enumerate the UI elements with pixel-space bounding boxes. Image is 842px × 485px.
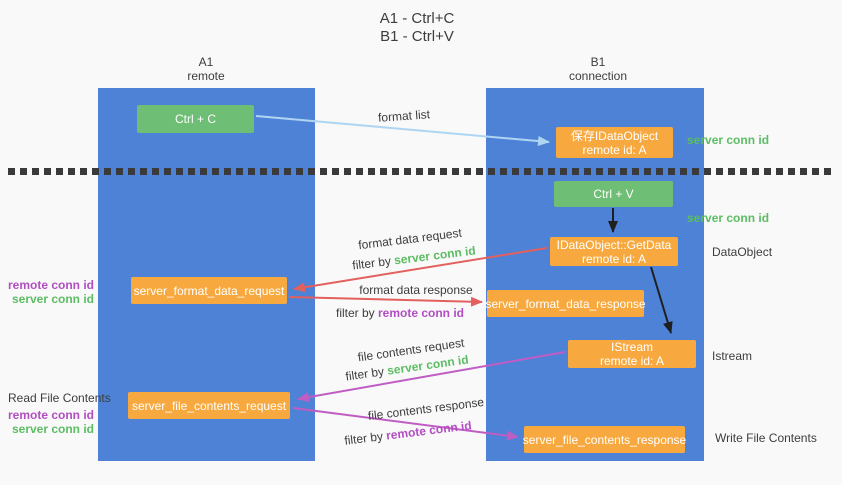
flow-label-filter-file-response: filter by remote conn id	[344, 418, 473, 447]
lane-a1-type: remote	[187, 69, 225, 83]
left-conn-id-stack-2: remote conn id server conn id	[0, 408, 94, 436]
getdata-line1: IDataObject::GetData	[556, 237, 672, 252]
filter-key-remote-conn-id: remote conn id	[378, 306, 465, 320]
lane-b1-type: connection	[568, 69, 628, 83]
node-server-format-data-request: server_format_data_request	[131, 277, 287, 304]
flow-label-format-data-response: format data response	[359, 283, 473, 297]
title-line-2: B1 - Ctrl+V	[380, 28, 454, 45]
node-save-dataobject: 保存IDataObject remote id: A	[556, 127, 673, 158]
ctrl-v-label: Ctrl + V	[593, 187, 634, 201]
server-file-contents-request-label: server_file_contents_request	[131, 398, 287, 413]
flow-label-format-list: format list	[377, 107, 431, 125]
title-line-1: A1 - Ctrl+C	[379, 10, 455, 27]
filter-key-server-conn-id: server conn id	[393, 243, 477, 268]
save-dataobject-line1: 保存IDataObject	[570, 128, 659, 143]
left-conn-id-stack-1: remote conn id server conn id	[0, 278, 94, 306]
node-istream: IStream remote id: A	[568, 340, 696, 368]
filter-prefix: filter by	[343, 428, 388, 448]
left-remote-conn-id-1: remote conn id	[7, 278, 94, 292]
filter-prefix: filter by	[335, 306, 378, 320]
left-label-read-file-contents: Read File Contents	[8, 391, 111, 405]
right-label-server-conn-id-top: server conn id	[687, 133, 770, 147]
lane-header-b1: B1 connection	[569, 55, 627, 83]
lane-a1-name: A1	[198, 55, 214, 69]
getdata-line2: remote id: A	[581, 251, 647, 266]
filter-prefix: filter by	[344, 363, 389, 384]
ctrl-c-label: Ctrl + C	[174, 112, 216, 126]
istream-line2: remote id: A	[599, 354, 665, 368]
filter-key-remote-conn-id: remote conn id	[385, 418, 473, 443]
left-remote-conn-id-2: remote conn id	[7, 408, 94, 422]
right-label-server-conn-id-mid: server conn id	[687, 211, 770, 225]
lane-b1-name: B1	[590, 55, 606, 69]
right-label-istream: Istream	[712, 349, 753, 363]
save-dataobject-line2: remote id: A	[582, 142, 647, 157]
left-server-conn-id-2: server conn id	[11, 422, 94, 436]
node-ctrl-c: Ctrl + C	[137, 105, 254, 133]
arrow-format-data-response	[288, 296, 483, 307]
session-divider-dashed-line	[8, 168, 836, 175]
node-ctrl-v: Ctrl + V	[554, 181, 673, 207]
node-server-file-contents-response: server_file_contents_response	[522, 426, 687, 453]
right-label-dataobject: DataObject	[712, 245, 773, 259]
server-file-contents-response-label: server_file_contents_response	[522, 432, 687, 447]
server-format-data-response-label: server_format_data_response	[485, 296, 646, 311]
node-server-format-data-response: server_format_data_response	[485, 290, 646, 317]
node-server-file-contents-request: server_file_contents_request	[128, 392, 290, 419]
filter-prefix: filter by	[351, 253, 395, 273]
istream-line1: IStream	[610, 340, 653, 354]
node-getdata: IDataObject::GetData remote id: A	[550, 237, 678, 266]
left-server-conn-id-1: server conn id	[11, 292, 94, 306]
server-format-data-request-label: server_format_data_request	[133, 283, 285, 298]
diagram-title: A1 - Ctrl+C B1 - Ctrl+V	[380, 10, 455, 46]
lane-header-a1: A1 remote	[187, 55, 224, 83]
right-label-write-file-contents: Write File Contents	[715, 431, 817, 445]
flow-label-filter-format-response: filter by remote conn id	[336, 306, 464, 320]
